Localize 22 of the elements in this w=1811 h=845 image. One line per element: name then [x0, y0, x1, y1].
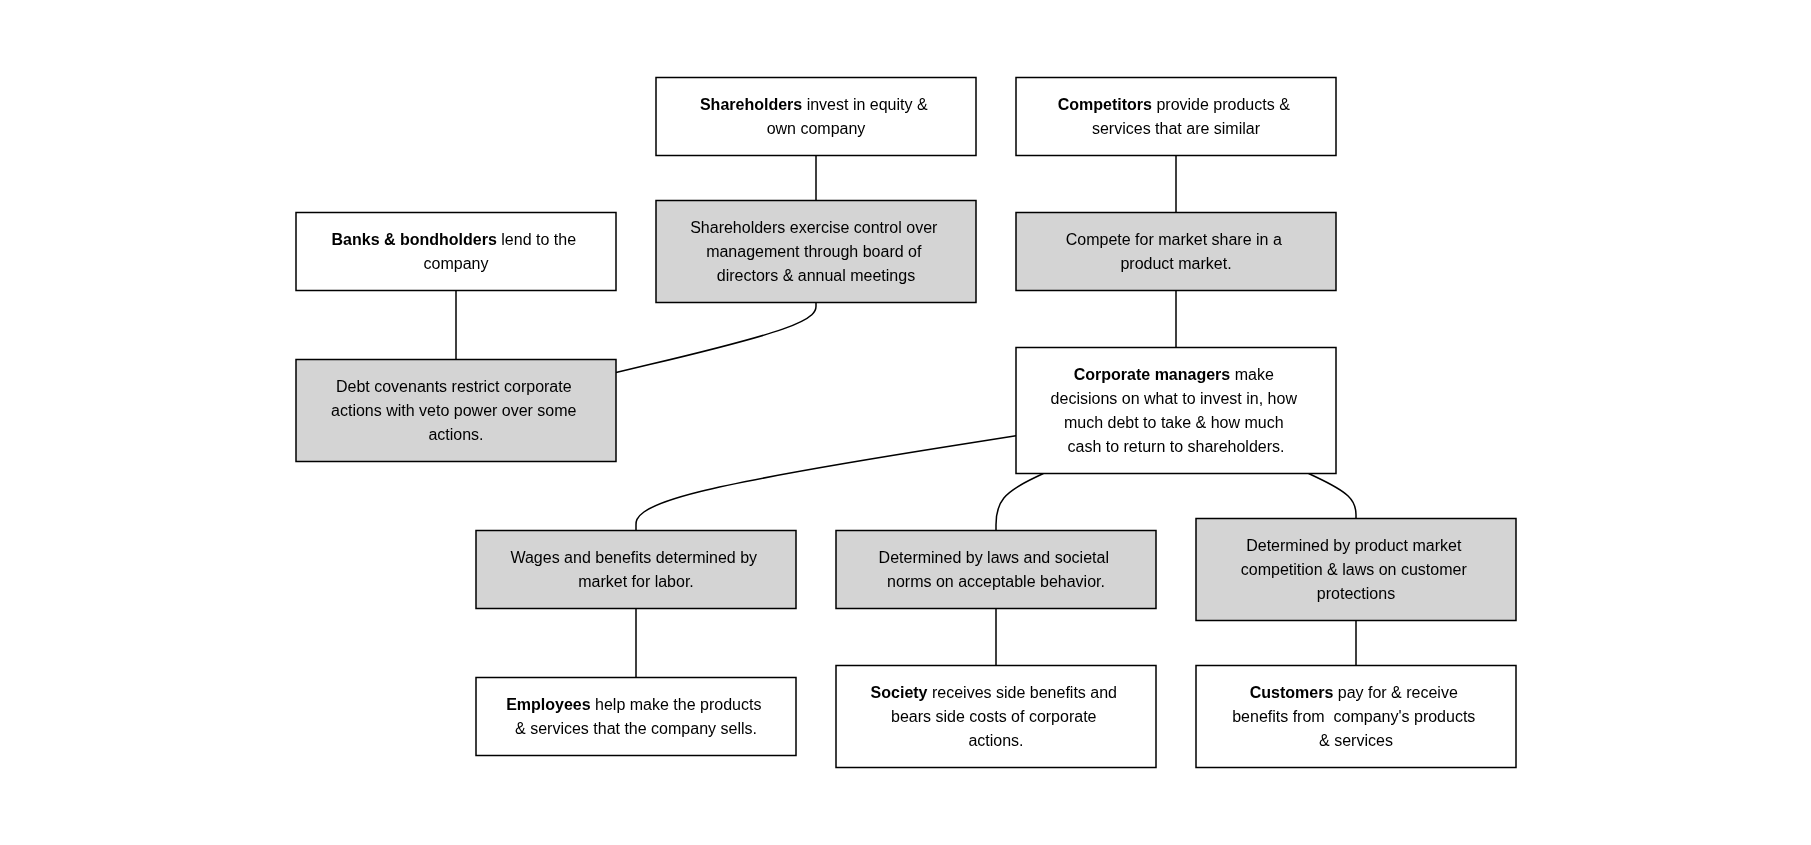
connector [814, 154, 817, 202]
node-box: Banks & bondholders lend to the company [294, 211, 617, 292]
node-box: Wages and benefits determined by market for labor. [474, 529, 797, 610]
connector [454, 289, 457, 361]
node-box: Determined by laws and societal norms on acceptable behavior. [834, 529, 1157, 610]
connector [1174, 289, 1177, 349]
connector [1307, 472, 1357, 520]
node-box: Compete for market share in a product market. [1014, 211, 1337, 292]
connector [1354, 619, 1357, 667]
node-box: Debt covenants restrict corporate actions with veto power over some actions. [294, 358, 617, 463]
node-box: Customers pay for & receive benefits from company's products & services [1194, 664, 1517, 769]
node-box: Corporate managers make decisions on what to invest in, how much debt to take & how much cash to return to shareholders. [1014, 346, 1337, 475]
connector [994, 472, 1044, 532]
node-box: Determined by product market competition & laws on customer protections [1194, 517, 1517, 622]
connector [1174, 154, 1177, 214]
node-box: Employees help make the products & services that the company sells. [474, 676, 797, 757]
node-box: Shareholders invest in equity & own company [654, 76, 977, 157]
node-box: Society receives side benefits and bears side costs of corporate actions. [834, 664, 1157, 769]
node-box: Shareholders exercise control over management through board of directors & annual meetings [654, 199, 977, 304]
connector [994, 607, 997, 667]
node-box: Competitors provide products & services that are similar [1014, 76, 1337, 157]
connector [634, 607, 637, 679]
